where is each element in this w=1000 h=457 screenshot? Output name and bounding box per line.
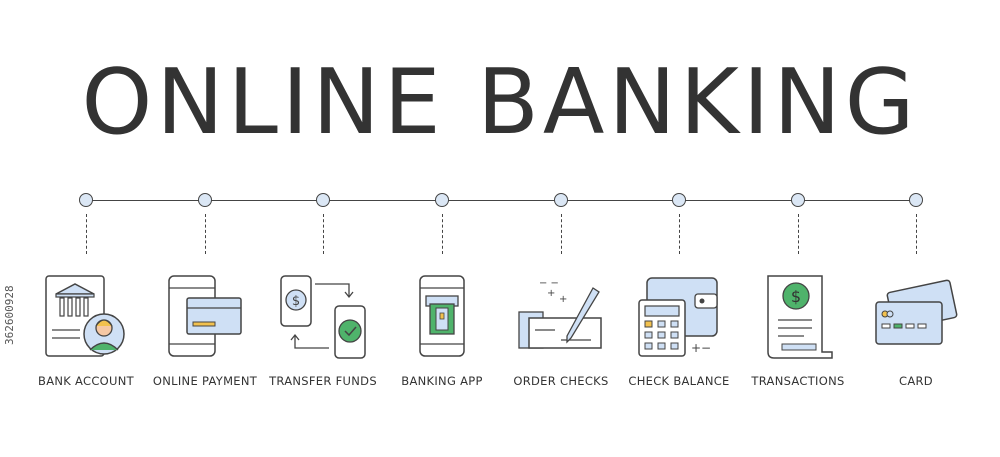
step-label-transactions: TRANSACTIONS	[751, 374, 845, 388]
transactions-icon: $	[767, 275, 833, 359]
svg-text:$: $	[292, 294, 300, 309]
timeline-node	[554, 193, 568, 207]
timeline-line	[86, 200, 916, 201]
connector-dash	[679, 214, 680, 254]
timeline-node	[316, 193, 330, 207]
connector-dash	[205, 214, 206, 254]
svg-text:+: +	[547, 288, 555, 299]
step-label-online-payment: ONLINE PAYMENT	[152, 374, 258, 388]
connector-dash	[561, 214, 562, 254]
connector-dash	[916, 214, 917, 254]
connector-dash	[86, 214, 87, 254]
svg-text:− −: − −	[539, 278, 559, 289]
timeline-node	[435, 193, 449, 207]
connector-dash	[798, 214, 799, 254]
connector-dash	[442, 214, 443, 254]
step-label-banking-app: BANKING APP	[401, 374, 483, 388]
step-label-check-balance: CHECK BALANCE	[628, 374, 730, 388]
timeline-node	[198, 193, 212, 207]
timeline-node	[909, 193, 923, 207]
step-label-card: CARD	[899, 374, 933, 388]
step-label-order-checks: ORDER CHECKS	[513, 374, 609, 388]
connector-dash	[323, 214, 324, 254]
order-checks-icon: − − + +	[518, 278, 602, 349]
svg-text:+−: +−	[691, 341, 711, 355]
svg-text:$: $	[791, 287, 801, 306]
svg-text:+: +	[559, 294, 567, 305]
step-label-transfer-funds: TRANSFER FUNDS	[269, 374, 377, 388]
step-label-bank-account: BANK ACCOUNT	[38, 374, 134, 388]
card-icon	[875, 279, 958, 345]
timeline-node	[791, 193, 805, 207]
stock-id: 362600928	[3, 285, 16, 345]
page-title: ONLINE BANKING	[81, 50, 919, 155]
timeline-node	[79, 193, 93, 207]
bank-account-icon	[45, 275, 125, 357]
check-balance-icon: +−	[638, 277, 718, 357]
banking-app-icon	[419, 275, 465, 357]
transfer-funds-icon: $	[280, 275, 366, 359]
online-payment-icon	[168, 275, 242, 357]
timeline-node	[672, 193, 686, 207]
